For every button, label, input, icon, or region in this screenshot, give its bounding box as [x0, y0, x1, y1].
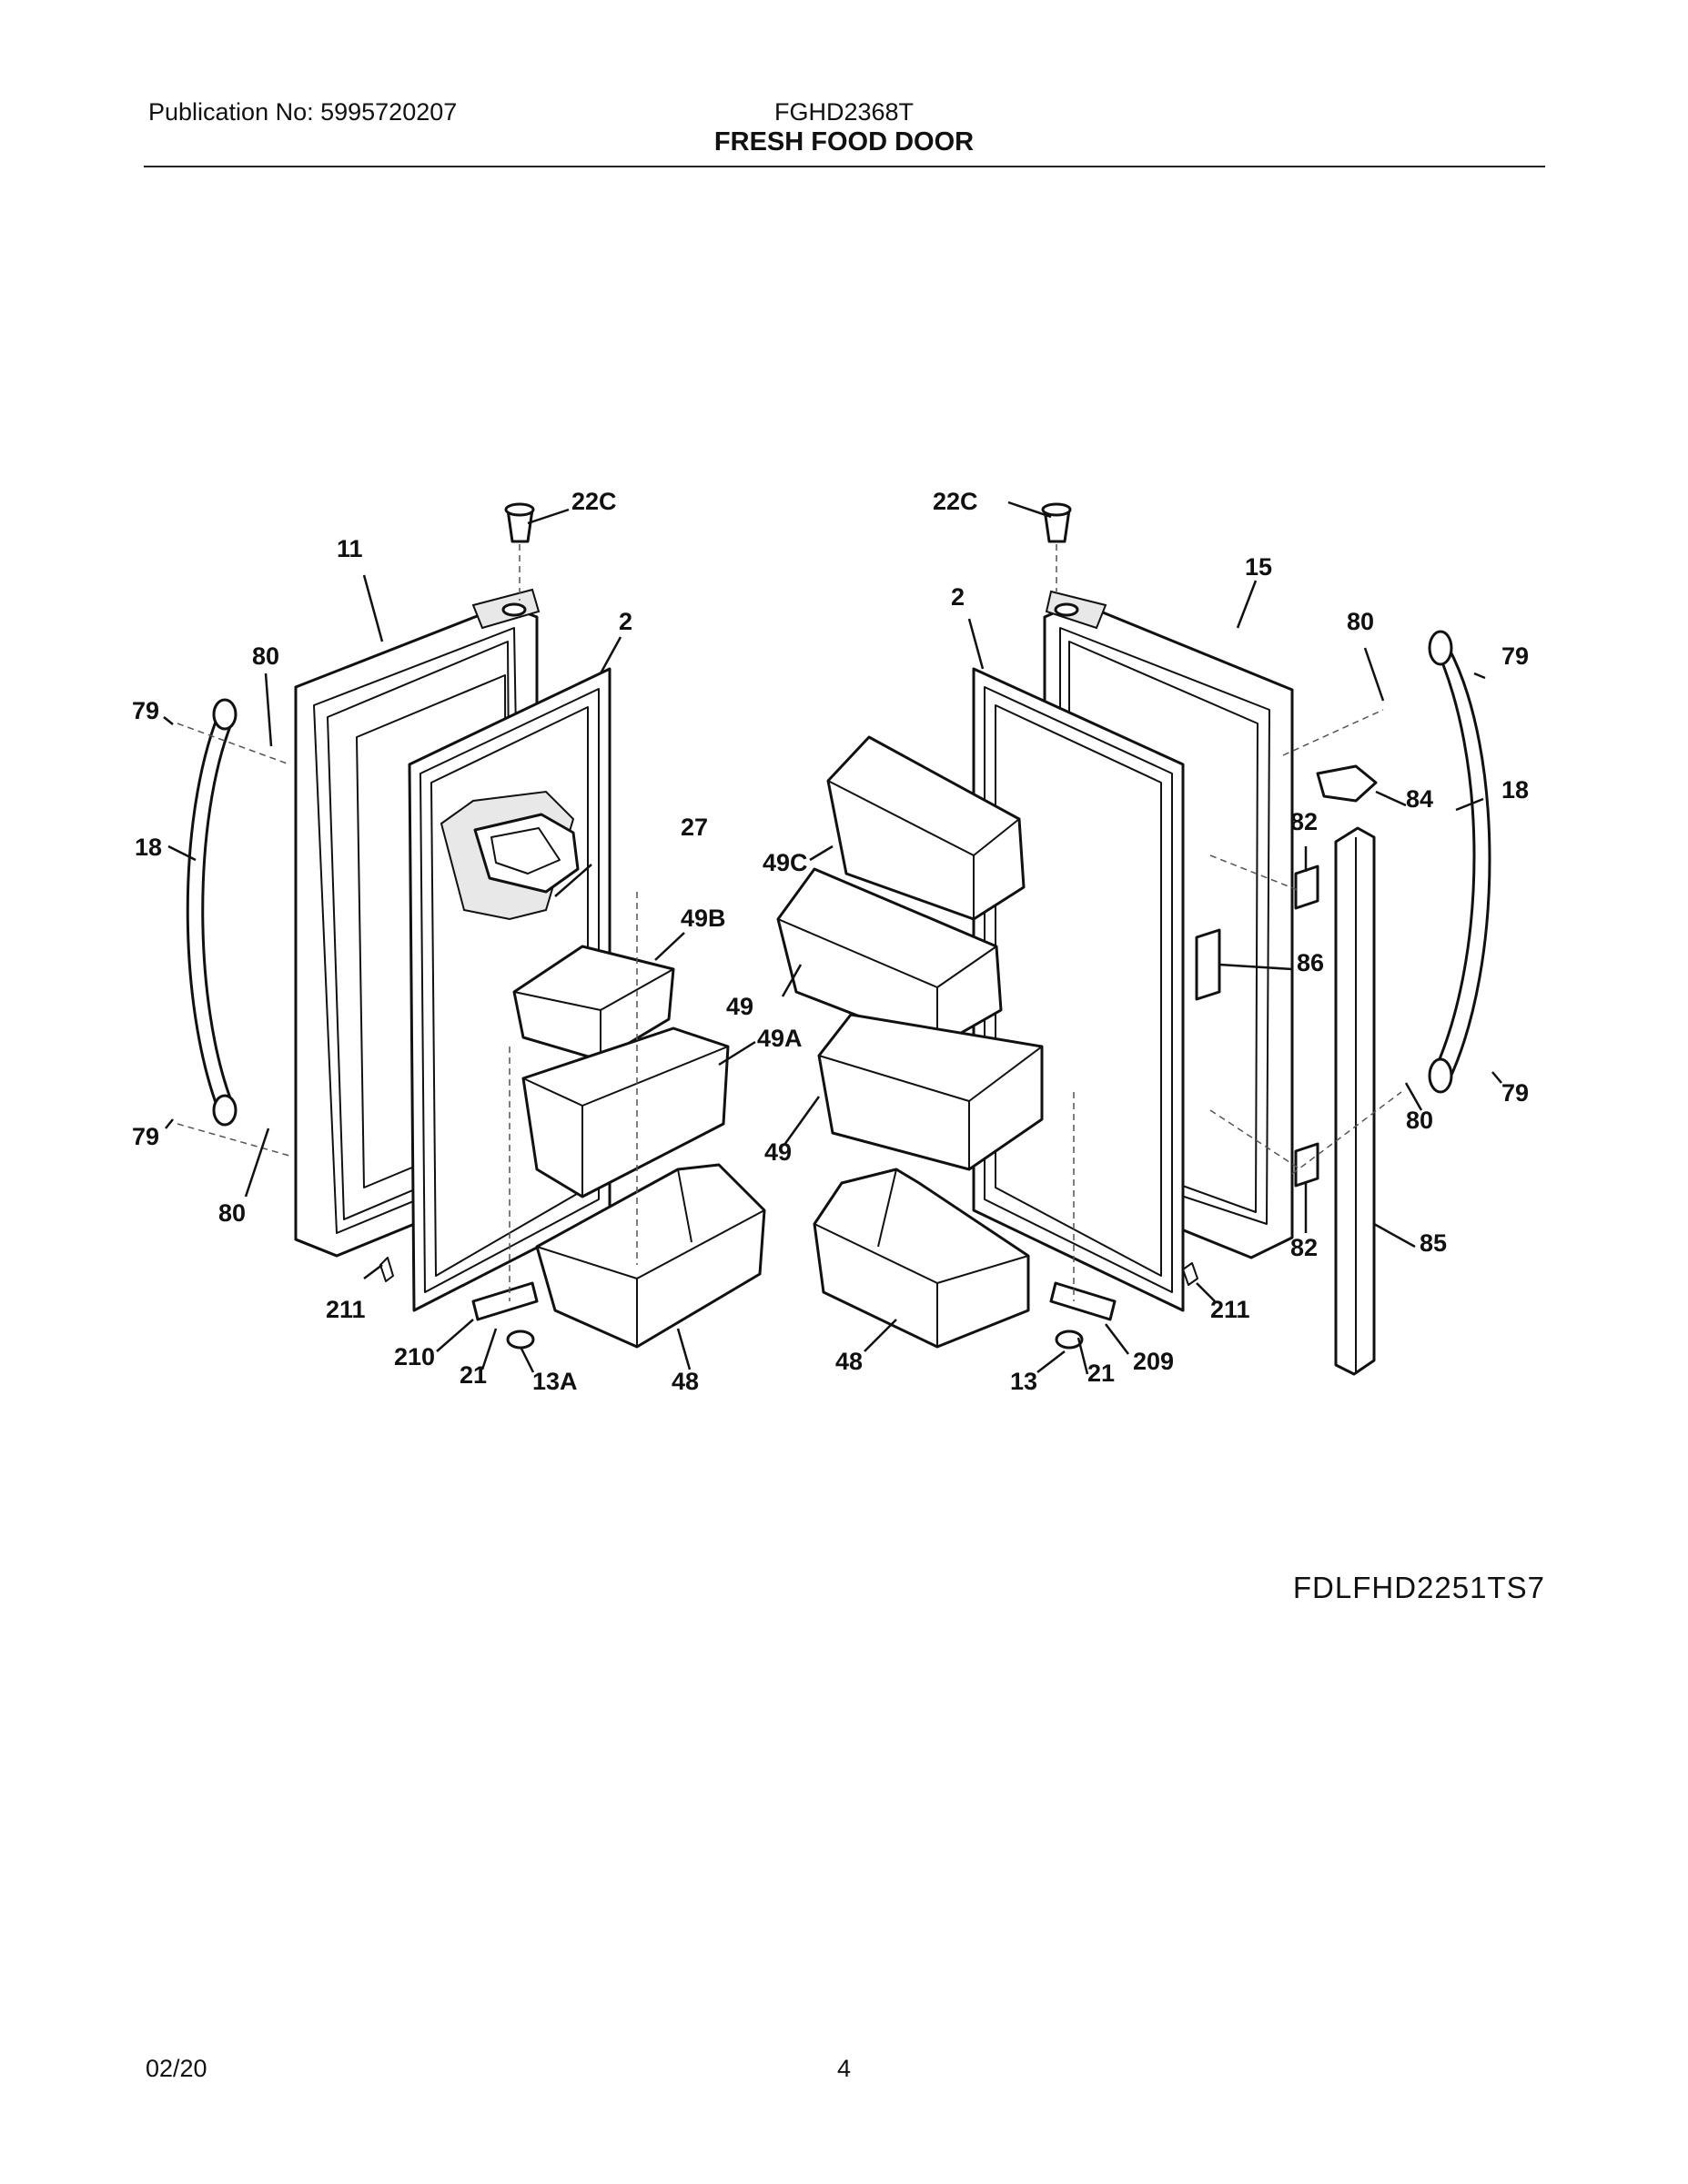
callout-18-left: 18	[135, 834, 162, 861]
left-bin-48	[535, 1163, 766, 1349]
callout-2-left: 2	[619, 608, 632, 635]
callout-211-left: 211	[326, 1296, 366, 1323]
left-door-inner-liner	[408, 667, 612, 1312]
callout-48-right: 48	[835, 1348, 863, 1375]
callout-86: 86	[1297, 949, 1324, 976]
callout-21-right: 21	[1087, 1360, 1115, 1387]
right-shelf-49-lower	[817, 1013, 1044, 1171]
callout-79-bottom-right: 79	[1501, 1079, 1529, 1107]
right-mullion-85	[1195, 764, 1378, 1376]
callout-211-right: 211	[1210, 1296, 1250, 1323]
callout-13: 13	[1010, 1368, 1037, 1395]
callout-210: 210	[394, 1343, 435, 1370]
right-top-hinge-cap	[1041, 502, 1072, 592]
callout-27: 27	[681, 814, 708, 841]
callout-79-top-left: 79	[132, 697, 159, 724]
callout-49-lower: 49	[764, 1138, 792, 1166]
callout-85: 85	[1420, 1229, 1447, 1257]
left-shelf-49a	[521, 1026, 730, 1198]
callout-13a: 13A	[532, 1368, 578, 1395]
callout-22c-right: 22C	[933, 488, 978, 515]
callout-15: 15	[1245, 553, 1272, 581]
leader-lines	[163, 500, 1502, 1375]
right-lower-hinge	[1049, 1262, 1198, 1350]
figure-code: FDLFHD2251TS7	[1292, 1571, 1545, 1604]
callout-21-left: 21	[460, 1361, 487, 1389]
callout-49c: 49C	[763, 849, 808, 876]
callout-49a: 49A	[757, 1025, 803, 1052]
callout-80-bottom-left: 80	[218, 1199, 246, 1227]
callout-labels: 22C 11 2 80 79 18 27 49B 49A 79 80 211 2…	[132, 488, 1529, 1395]
right-shelf-49c	[826, 735, 1026, 921]
page-number: 4	[836, 2055, 852, 2082]
left-lower-hinge	[379, 1257, 539, 1350]
model-number: FGHD2368T	[773, 98, 915, 126]
publication-number: Publication No: 5995720207	[148, 98, 458, 126]
right-handle	[1428, 630, 1491, 1094]
footer-date: 02/20	[146, 2055, 207, 2082]
callout-49b: 49B	[681, 905, 726, 932]
callout-2-right: 2	[951, 583, 965, 611]
callout-82-top: 82	[1290, 808, 1318, 835]
callout-209: 209	[1133, 1348, 1174, 1375]
header-rule	[144, 166, 1545, 167]
callout-79-top-right: 79	[1501, 642, 1529, 670]
callout-80-top-left: 80	[252, 642, 279, 670]
right-bin-48	[813, 1168, 1030, 1349]
right-door-inner-liner	[972, 667, 1185, 1312]
callout-48-left: 48	[672, 1368, 699, 1395]
callout-18-right: 18	[1501, 776, 1529, 804]
callout-22c-left: 22C	[571, 488, 617, 515]
assembly-lines	[177, 709, 1402, 1301]
left-handle	[186, 698, 238, 1127]
callout-84: 84	[1406, 785, 1433, 813]
right-shelf-49-upper	[776, 867, 1003, 1048]
left-top-hinge-cap	[504, 502, 535, 601]
callout-80-top-right: 80	[1347, 608, 1374, 635]
callout-80-bottom-right: 80	[1406, 1107, 1433, 1134]
callout-49-upper: 49	[726, 993, 753, 1020]
callout-11: 11	[337, 535, 363, 562]
callout-79-bottom-left: 79	[132, 1123, 159, 1150]
callout-82-bottom: 82	[1290, 1234, 1318, 1261]
section-title: FRESH FOOD DOOR	[713, 127, 975, 157]
